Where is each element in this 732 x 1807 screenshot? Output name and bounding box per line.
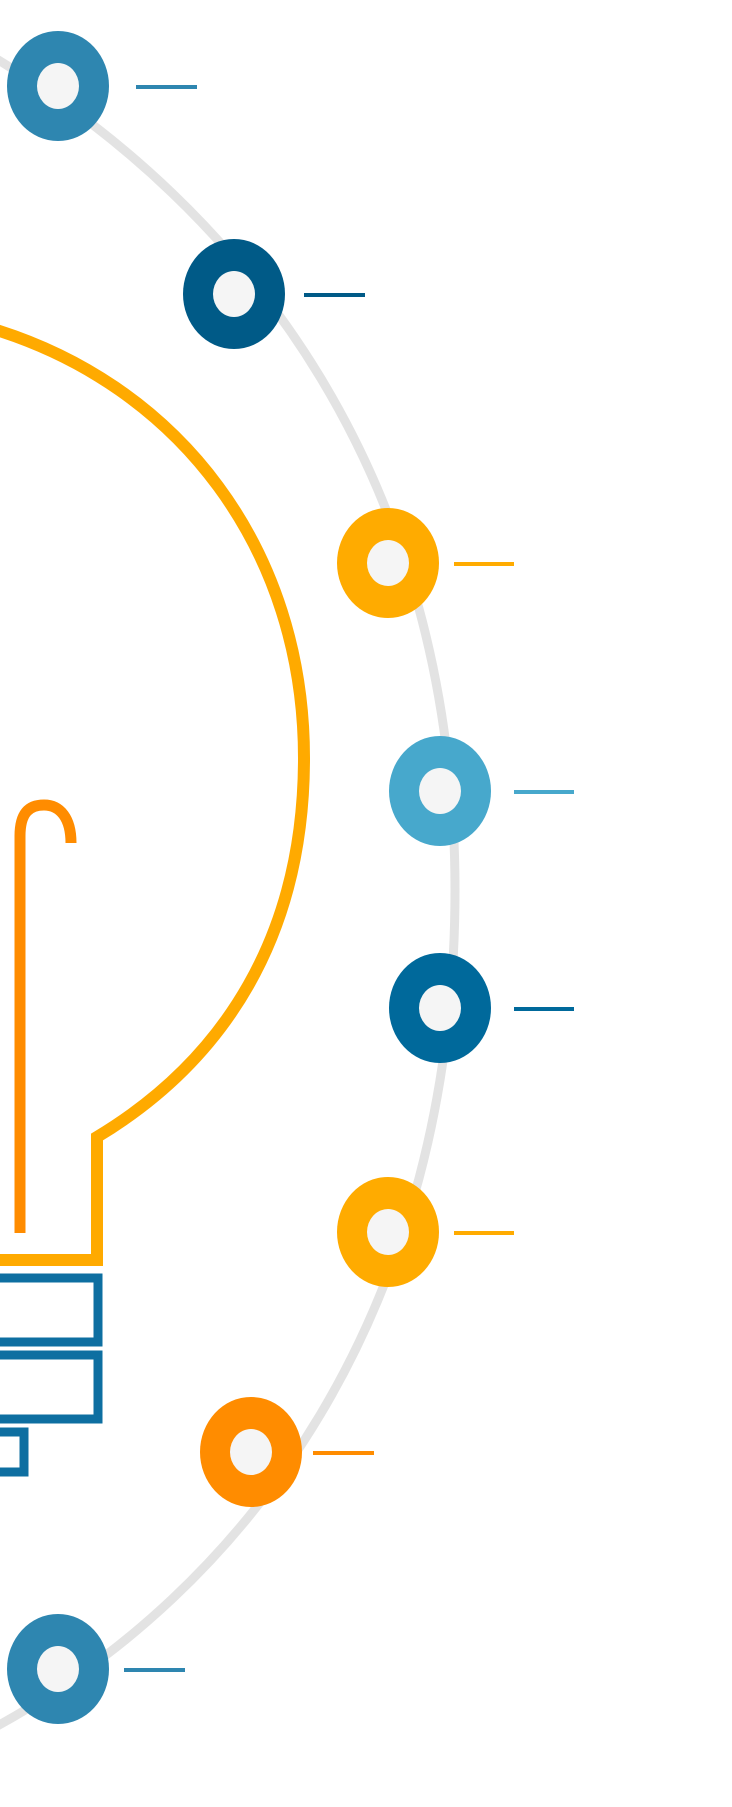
timeline-node-7 bbox=[200, 1397, 374, 1507]
lightbulb-socket bbox=[0, 1273, 103, 1477]
timeline-node-center bbox=[419, 768, 461, 814]
lightbulb-filament bbox=[14, 799, 77, 1233]
lightbulb-outline bbox=[0, 324, 311, 1266]
timeline-node-center bbox=[213, 271, 255, 317]
timeline-node-8 bbox=[7, 1614, 185, 1724]
timeline-nodes bbox=[7, 31, 574, 1724]
timeline-node-center bbox=[230, 1429, 272, 1475]
timeline-node-6 bbox=[337, 1177, 514, 1287]
socket-ring-bottom bbox=[0, 1427, 29, 1477]
timeline-node-center bbox=[419, 985, 461, 1031]
timeline-node-center bbox=[367, 1209, 409, 1255]
timeline-node-5 bbox=[389, 953, 574, 1063]
timeline-node-center bbox=[37, 1646, 79, 1692]
socket-ring-top bbox=[0, 1273, 103, 1347]
timeline-node-3 bbox=[337, 508, 514, 618]
socket-ring-middle bbox=[0, 1350, 103, 1424]
timeline-node-1 bbox=[7, 31, 197, 141]
timeline-node-4 bbox=[389, 736, 574, 846]
timeline-node-2 bbox=[183, 239, 365, 349]
timeline-node-center bbox=[367, 540, 409, 586]
timeline-node-center bbox=[37, 63, 79, 109]
